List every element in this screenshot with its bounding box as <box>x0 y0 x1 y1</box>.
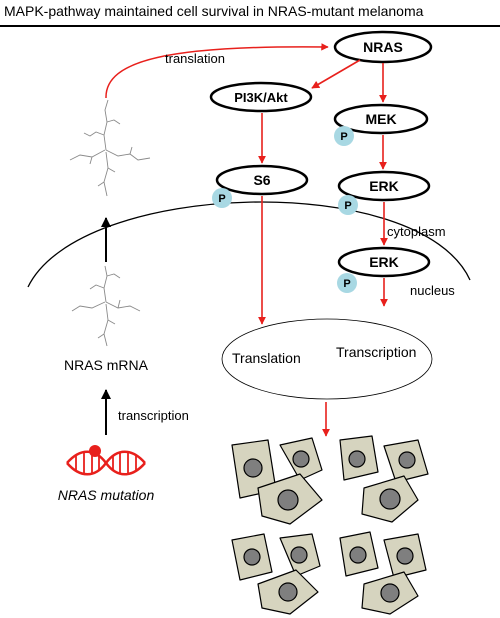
erk-cytoplasm-phospho: P <box>338 195 358 215</box>
cell <box>383 439 429 483</box>
s6-phospho: P <box>212 188 232 208</box>
arrow-nras-to-pi3k <box>311 59 361 89</box>
erk-nucleus-node: ERK <box>337 246 431 278</box>
mek-phospho: P <box>334 126 354 146</box>
mek-phospho-label: P <box>340 131 347 143</box>
nucleus-label: nucleus <box>410 283 455 298</box>
diagram-title: MAPK-pathway maintained cell survival in… <box>4 3 424 19</box>
erk-nucleus-phospho-label: P <box>343 278 350 290</box>
cell <box>339 435 379 481</box>
transcription-effect-label: Transcription <box>336 344 416 360</box>
mutation-marker-icon <box>89 445 101 457</box>
cell <box>257 569 319 615</box>
dna-helix-icon <box>66 445 146 476</box>
cell <box>279 437 323 481</box>
cell <box>361 571 419 615</box>
translation-arrow <box>105 43 329 99</box>
cell <box>383 533 427 579</box>
pi3k-label: PI3K/Akt <box>234 90 288 105</box>
transcription-label: transcription <box>118 408 189 423</box>
translation-top-label: translation <box>165 51 225 66</box>
cell <box>339 531 379 577</box>
mutation-label: NRAS mutation <box>58 487 155 503</box>
erk-cytoplasm-phospho-label: P <box>344 200 351 212</box>
mek-node: MEK <box>333 103 429 135</box>
mek-label: MEK <box>365 111 396 127</box>
translation-effect-label: Translation <box>232 350 301 366</box>
effect-ellipse <box>221 318 433 400</box>
cell <box>361 475 419 523</box>
nras-node: NRAS <box>333 30 433 64</box>
erk-nucleus-phospho: P <box>337 273 357 293</box>
cell <box>257 473 323 525</box>
cell <box>231 533 273 581</box>
s6-label: S6 <box>253 172 270 188</box>
cell <box>279 533 321 577</box>
pi3k-node: PI3K/Akt <box>209 81 313 113</box>
mrna-squiggle-lower <box>71 265 141 347</box>
nuclear-membrane <box>27 201 471 288</box>
mrna-squiggle-upper <box>69 99 151 197</box>
erk-cytoplasm-label: ERK <box>369 178 399 194</box>
s6-phospho-label: P <box>218 193 225 205</box>
s6-node: S6 <box>215 164 309 196</box>
cytoplasm-label: cytoplasm <box>387 224 446 239</box>
erk-cytoplasm-node: ERK <box>337 170 431 202</box>
cell <box>231 439 277 499</box>
erk-nucleus-label: ERK <box>369 254 399 270</box>
melanoma-cells <box>231 435 429 615</box>
nras-label: NRAS <box>363 39 403 55</box>
mrna-label: NRAS mRNA <box>64 357 149 373</box>
